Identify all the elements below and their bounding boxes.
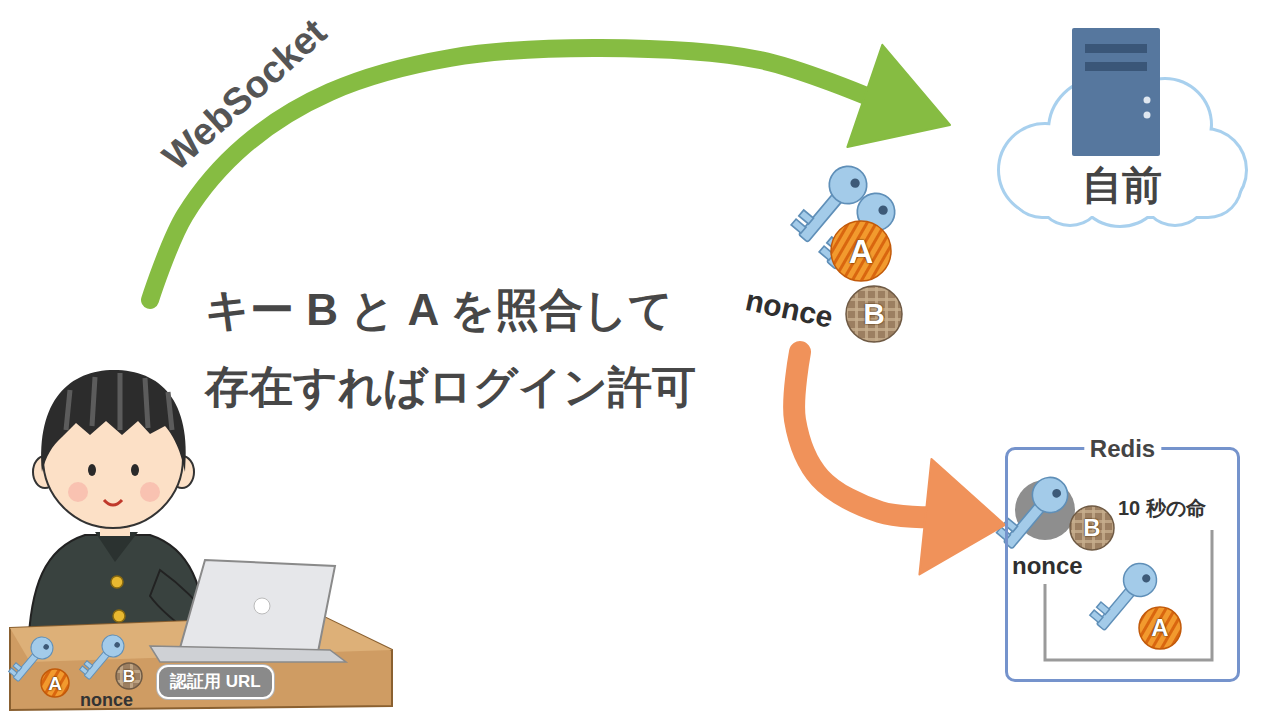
key-icon <box>84 661 93 669</box>
key-badge: Bnonce <box>80 660 150 712</box>
key-icon <box>27 633 58 664</box>
box-title: Redis <box>1084 435 1161 463</box>
key-icon <box>80 666 89 674</box>
key-icon <box>1090 610 1103 622</box>
redis-box: BnonceARedis <box>1005 447 1240 682</box>
key-icon <box>1117 557 1163 603</box>
server-cloud: 自前 <box>950 20 1250 225</box>
student-illustration <box>140 482 160 502</box>
key-badge: A <box>1138 606 1182 650</box>
key-icon <box>42 643 50 651</box>
key-icon <box>1050 487 1062 499</box>
url-pill: 認証用 URL <box>157 665 274 699</box>
student-illustration <box>104 500 122 505</box>
key-icon <box>876 204 889 217</box>
nonce-label: nonce <box>742 283 836 335</box>
badge-circle <box>1139 607 1181 649</box>
server-icon <box>1072 28 1160 156</box>
key-icon <box>113 641 121 649</box>
badge-letter: B <box>1083 516 1100 540</box>
badge-circle <box>41 669 69 697</box>
key-icon <box>13 663 22 671</box>
badge-circle <box>1070 506 1114 550</box>
server-icon <box>1144 112 1151 119</box>
student-illustration <box>68 482 88 502</box>
connector-line <box>794 352 931 517</box>
key-badge: A <box>40 668 70 698</box>
student-illustration <box>150 646 346 662</box>
badge-letter: A <box>1151 616 1168 640</box>
arrow-head <box>847 45 950 147</box>
student-illustration <box>10 370 392 710</box>
student-group: ABnonce認証用 URL <box>10 300 395 712</box>
badge-letter: B <box>863 299 885 329</box>
student-illustration <box>113 610 125 622</box>
edge-label: WebSocket <box>155 10 336 179</box>
nonce-store-arrow <box>794 352 1005 574</box>
badge-circle <box>831 221 891 281</box>
key-icon <box>1097 602 1110 614</box>
server-icon <box>1085 44 1147 53</box>
server-icon <box>1072 28 1160 156</box>
key-icon <box>1140 573 1152 585</box>
nonce-label: nonce <box>1012 552 1083 580</box>
key-badge: A <box>830 220 892 282</box>
server-icon <box>1085 62 1147 71</box>
key-badge: Bnonce <box>1012 500 1122 580</box>
student-illustration <box>180 560 335 652</box>
key-icon <box>1025 470 1075 520</box>
student-illustration <box>88 464 96 476</box>
student-illustration <box>66 373 172 430</box>
student-illustration <box>95 532 138 562</box>
caption-text: 存在すればログイン許可 <box>205 362 696 413</box>
lifetime-bracket <box>1045 530 1212 660</box>
badge-letter: A <box>48 674 62 693</box>
badge-letter: A <box>849 234 874 268</box>
server-icon <box>1144 97 1151 104</box>
student-illustration <box>111 576 123 588</box>
student-illustration <box>41 370 186 472</box>
caption-text: キー B と A を照合して <box>205 285 673 336</box>
arrow-head <box>919 459 1005 574</box>
key-icon <box>799 210 814 224</box>
server-label: 自前 <box>1082 162 1162 208</box>
student-illustration <box>131 464 139 476</box>
lifetime-note: 10 秒の命 <box>1118 497 1206 520</box>
key-icon <box>848 177 861 190</box>
key-icon <box>791 219 806 233</box>
badge-circle <box>846 286 902 342</box>
key-icon <box>9 668 18 676</box>
student-illustration <box>254 598 270 614</box>
nonce-label: nonce <box>80 690 133 711</box>
key-icon <box>98 631 129 662</box>
key-badge: Bnonce <box>745 268 905 352</box>
badge-circle <box>116 663 142 689</box>
badge-letter: B <box>123 668 135 685</box>
